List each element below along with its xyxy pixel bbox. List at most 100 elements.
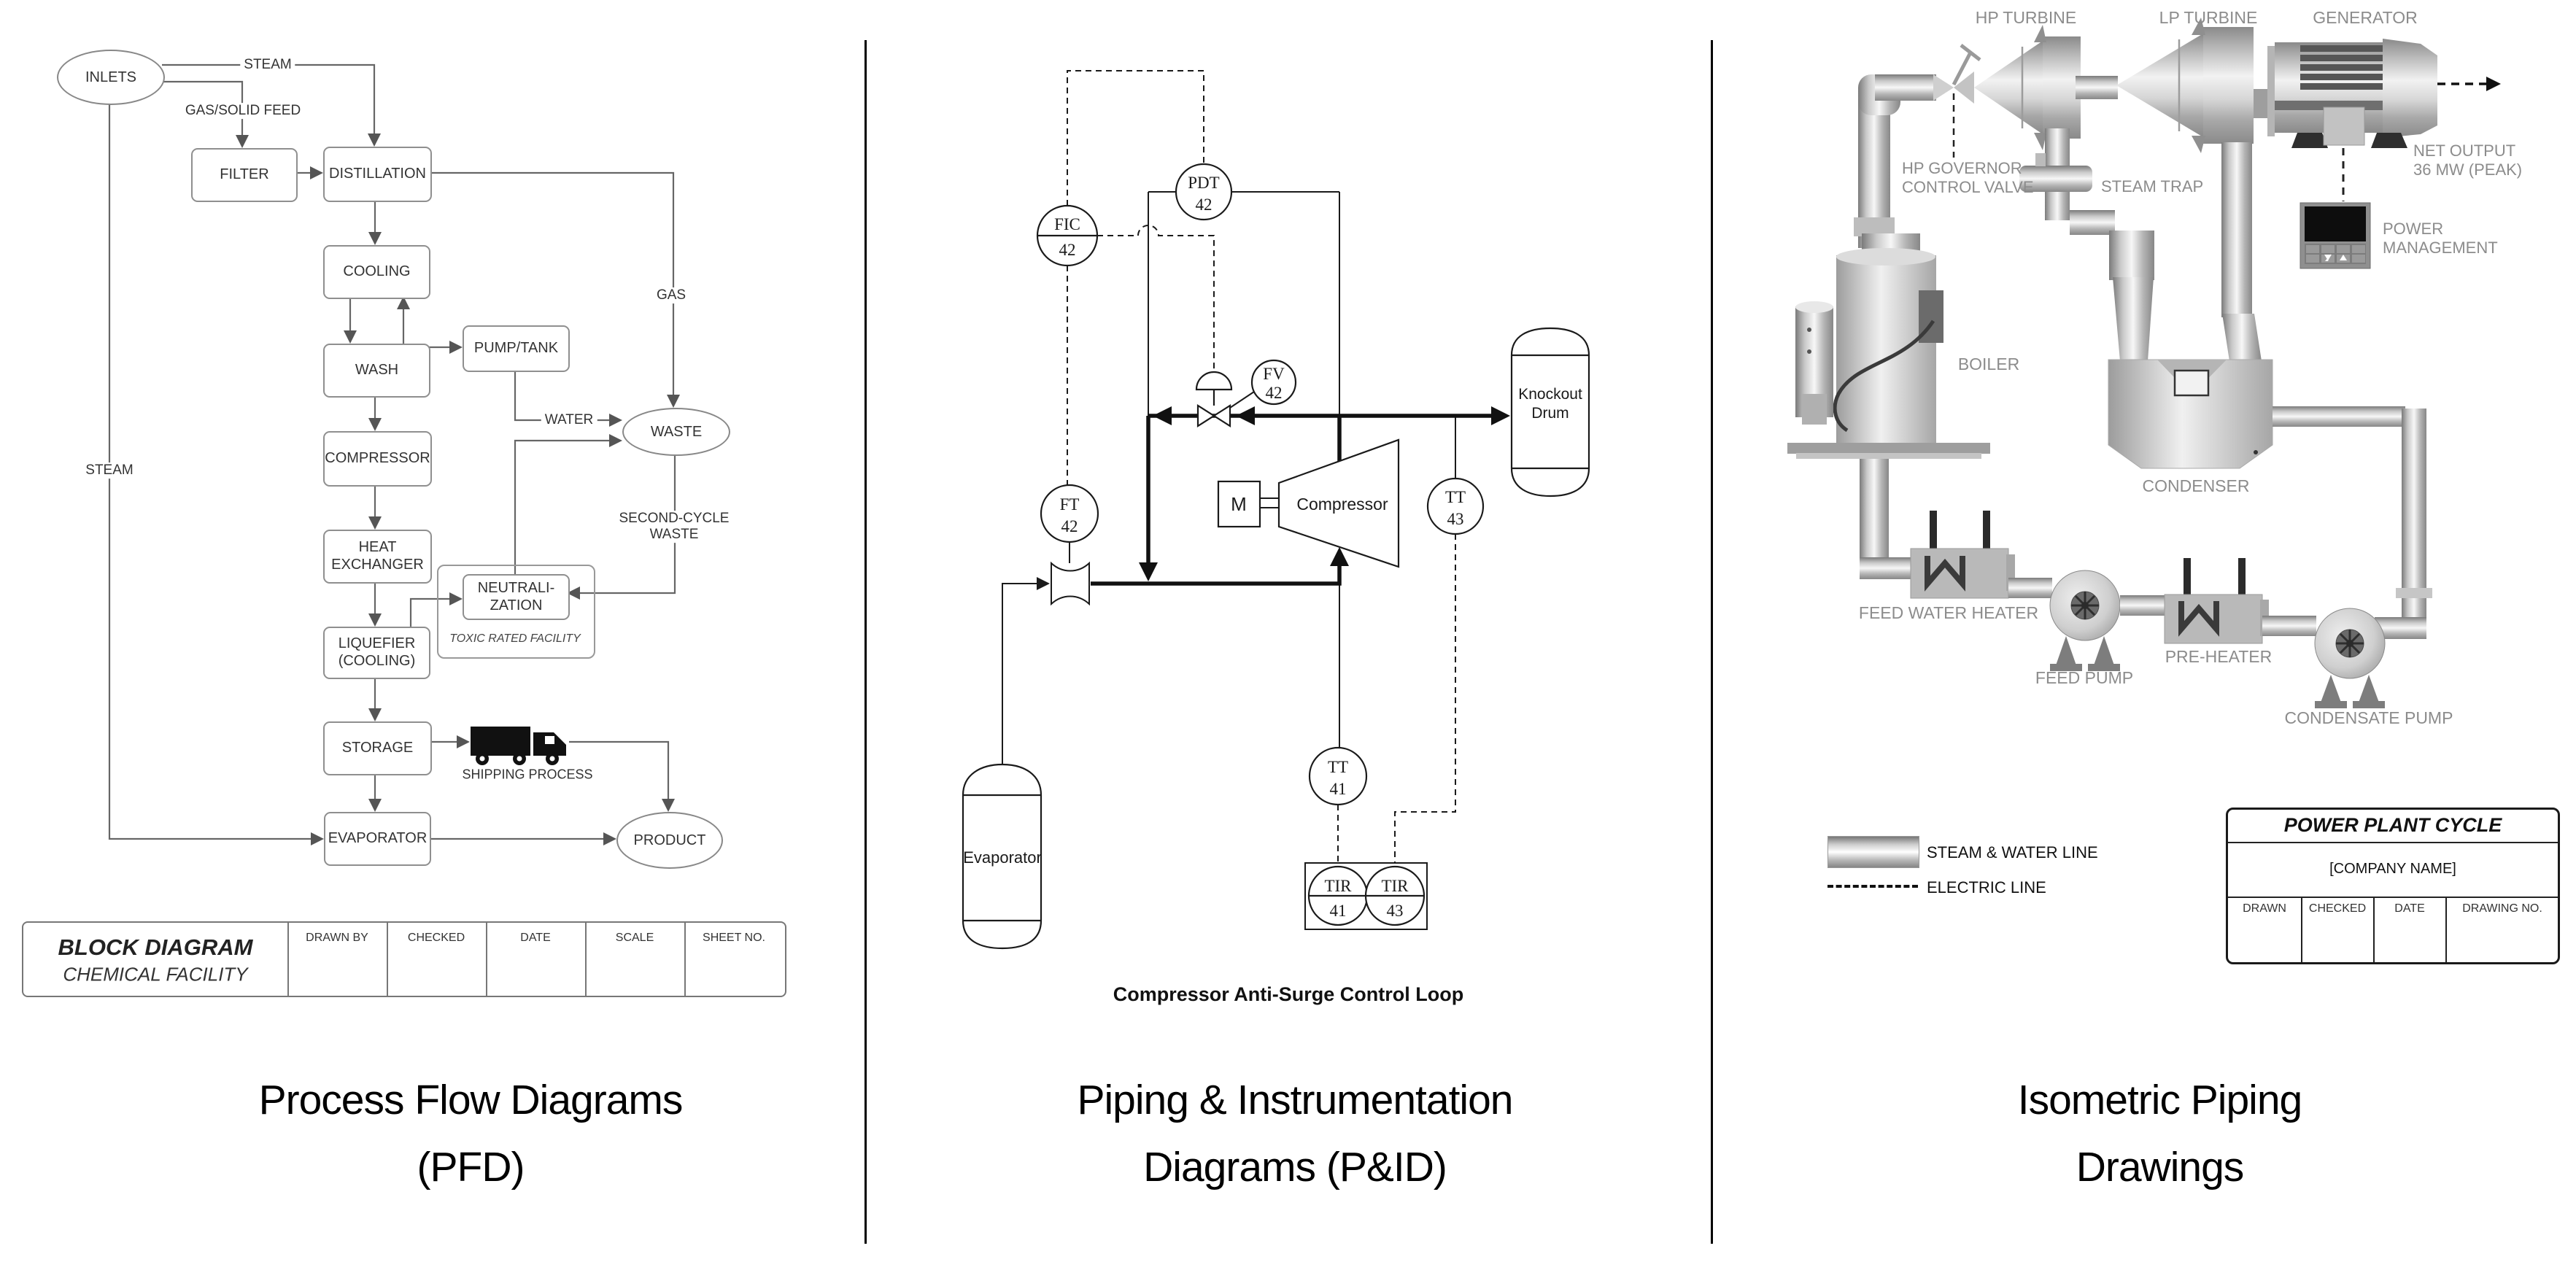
boiler — [1787, 74, 1990, 579]
title-block-divider — [2445, 897, 2447, 962]
node-label: DISTILLATION — [329, 166, 426, 182]
drum-seams — [1512, 354, 1589, 470]
gen-junction-box — [2323, 107, 2365, 146]
fv-tag: FV — [1263, 365, 1285, 383]
caption-pid-line2: Diagrams (P&ID) — [1143, 1144, 1447, 1191]
fic-tag: FIC — [1054, 215, 1080, 233]
gen-flange — [2267, 46, 2275, 136]
tt41-tag: TT — [1328, 758, 1348, 776]
compressor-body — [1277, 438, 1400, 568]
flow-element-symbol — [1051, 561, 1090, 606]
pfd-node-storage: STORAGE — [323, 721, 432, 775]
pdt-bubble — [1175, 163, 1233, 221]
toxic-facility-boundary — [437, 565, 595, 659]
condenser-window — [2173, 369, 2210, 397]
pfd-node-waste: WASTE — [622, 408, 730, 456]
power-management-device — [2300, 202, 2371, 269]
pdt-num: 42 — [1196, 195, 1212, 214]
riser-top-pipe — [1875, 74, 1936, 101]
condenser-inlet-left — [2113, 277, 2154, 361]
node-label: FILTER — [220, 166, 269, 183]
tir41-num: 41 — [1330, 902, 1347, 920]
gen-endcap — [2383, 39, 2437, 138]
condenser-label: CONDENSER — [2143, 476, 2250, 495]
node-label: COOLING — [343, 263, 411, 280]
pfd-node-filter: FILTER — [191, 148, 298, 202]
ft-num: 42 — [1061, 517, 1078, 535]
feed-water-heater — [1910, 511, 2015, 599]
condensate-pump — [2314, 608, 2386, 708]
vessels — [962, 327, 1590, 950]
title-block-divider — [287, 923, 289, 996]
device-down-arrow — [2324, 255, 2332, 260]
iso-title-block: POWER PLANT CYCLE [COMPANY NAME] DRAWN C… — [2226, 808, 2560, 964]
caption-pfd: Process Flow Diagrams (PFD) — [44, 1066, 897, 1201]
riser-sleeve — [1854, 217, 1895, 236]
hp-lp-shaft — [2076, 76, 2118, 99]
pfd-node-evaporator: EVAPORATOR — [324, 812, 431, 866]
caption-pid-line1: Piping & Instrumentation — [1077, 1077, 1513, 1123]
side-tube-bracket — [1802, 394, 1827, 425]
feed-pump-label: FEED PUMP — [2035, 668, 2133, 687]
boiler-cable — [1833, 320, 1935, 433]
node-label: PUMP/TANK — [473, 340, 559, 357]
title-block-divider — [2301, 897, 2302, 962]
truck-icon — [471, 727, 566, 765]
tir41-tag: TIR — [1324, 877, 1352, 895]
caption-iso-line2: Drawings — [2076, 1144, 2245, 1191]
iso-company: [COMPANY NAME] — [2329, 861, 2456, 877]
pre-heater-label: PRE-HEATER — [2165, 647, 2273, 666]
node-label: WASH — [355, 362, 399, 379]
caption-iso-line1: Isometric Piping — [2017, 1077, 2303, 1123]
valve-nozzle-right — [1954, 71, 1974, 104]
node-label: STORAGE — [341, 740, 414, 756]
title-block-divider — [585, 923, 587, 996]
column-header-checked: CHECKED — [407, 932, 465, 944]
hp-blade-bottom — [2034, 133, 2046, 150]
node-label: WASTE — [650, 423, 703, 440]
caption-pfd-line2: (PFD) — [417, 1144, 525, 1191]
stream-label-gas-solid-feed: GAS/SOLID FEED — [181, 103, 305, 119]
gen-foot-left — [2291, 133, 2328, 148]
tt41-num: 41 — [1330, 780, 1347, 798]
pdt-tag: PDT — [1188, 174, 1219, 192]
hp-body — [2043, 36, 2081, 139]
lp-exhaust-pipe — [2221, 142, 2252, 317]
pfd-node-pump-tank: PUMP/TANK — [463, 325, 570, 372]
generator-label: GENERATOR — [2313, 8, 2418, 27]
boiler-downcomer-elbow — [1860, 557, 1912, 579]
power-management-label-2: MANAGEMENT — [2383, 239, 2498, 257]
lp-gen-shaft — [2254, 89, 2267, 118]
signal-lines — [1067, 70, 1456, 863]
condenser-body — [2108, 359, 2273, 469]
node-label: LIQUEFIER(COOLING) — [338, 635, 416, 669]
column-header-scale: SCALE — [615, 932, 654, 944]
pfd-subtitle: CHEMICAL FACILITY — [63, 963, 248, 986]
steam-trap-assembly — [2019, 128, 2154, 361]
shipping-process-label: SHIPPING PROCESS — [458, 767, 597, 783]
stream-label-steam-left: STEAM — [82, 462, 137, 479]
preheater-coil — [2178, 601, 2219, 637]
lp-body — [2203, 27, 2254, 144]
boiler-shell — [1836, 255, 1936, 444]
boiler-platform-edge — [1796, 453, 1981, 459]
condenser-inlet-right — [2222, 314, 2262, 361]
valve-stem — [1952, 51, 1973, 86]
column-header-drawn: DRAWN — [2243, 902, 2286, 915]
column-header-drawing-no: DRAWING NO. — [2462, 902, 2542, 915]
fwh-feedpump-pipe — [2008, 578, 2052, 598]
title-block-rule — [2228, 842, 2558, 843]
valve-nozzle-left — [1933, 74, 1954, 101]
boiler-downcomer-pipe — [1860, 454, 1889, 562]
hp-governor-control-valve — [1933, 44, 1981, 158]
lp-turbine-label: LP TURBINE — [2159, 8, 2258, 27]
lp-blade-top — [2192, 18, 2205, 35]
iso-diagram: HP TURBINE LP TURBINE GENERATOR BOILER C… — [1787, 8, 2522, 727]
compressor-label: Compressor — [1296, 495, 1388, 514]
condenser — [2108, 359, 2273, 469]
pfd-node-cooling: COOLING — [323, 245, 430, 299]
ft-tag: FT — [1060, 495, 1080, 514]
control-valve-symbol — [1195, 371, 1233, 428]
